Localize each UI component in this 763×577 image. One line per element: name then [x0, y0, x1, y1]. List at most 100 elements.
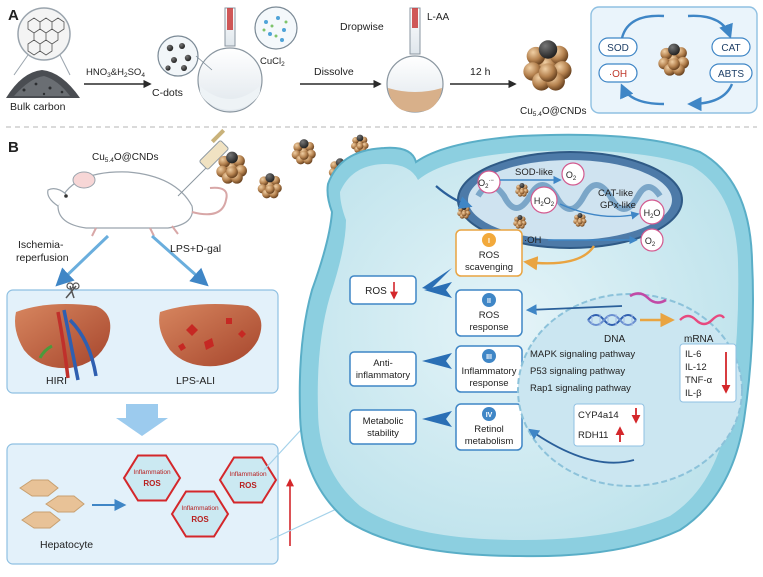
- nanoparticle-sphere: [299, 150, 309, 160]
- hepatocyte-cells: [19, 479, 85, 529]
- enzyme-sod: SOD: [598, 37, 638, 57]
- arrow-route-left: [55, 234, 110, 287]
- pathway-rap1: Rap1 signaling pathway: [530, 383, 631, 394]
- arrow-cat-like: [559, 203, 640, 220]
- nanoparticle-sphere: [265, 173, 275, 183]
- svg-text:ROS: ROS: [365, 286, 387, 297]
- inflamed-cell: [218, 456, 278, 504]
- nanoparticle-sphere: [538, 63, 558, 82]
- svg-text:ROS: ROS: [479, 310, 500, 321]
- nanoparticle-sphere: [538, 40, 558, 59]
- nanoparticle-product: [523, 40, 572, 91]
- svg-text:CAT: CAT: [721, 43, 740, 54]
- injection-nanoparticle: [216, 151, 247, 184]
- outcome-anti-inflammatory: Anti- inflammatory: [349, 351, 417, 387]
- gene-box: [573, 403, 645, 447]
- svg-text:H2O: H2O: [644, 208, 661, 220]
- nanoparticle-sphere: [577, 219, 583, 225]
- inflamed-cell: [170, 490, 230, 538]
- nanoparticle-sphere: [356, 134, 364, 142]
- pathway-mapk: MAPK signaling pathway: [530, 349, 635, 360]
- cdots-label: C-dots: [152, 87, 183, 99]
- nanoparticle-sphere: [577, 212, 583, 219]
- svg-text:Inflammatory: Inflammatory: [462, 366, 517, 377]
- outcome-metabolic-stability: Metabolic stability: [349, 409, 417, 445]
- dropwise-label: Dropwise: [340, 21, 384, 33]
- arrow-to-outcome-anti: [422, 353, 452, 369]
- species-o2: O2: [561, 162, 585, 186]
- mrna-strand: [679, 314, 725, 326]
- arrow-down-to-hepatocyte: [116, 404, 168, 436]
- inflamed-cell: [122, 454, 182, 502]
- enzyme-nanoparticle: [658, 43, 689, 76]
- hepatocyte-label: Hepatocyte: [40, 539, 93, 551]
- nanoparticle-sphere: [356, 143, 364, 150]
- cycle-arc-tr: [687, 14, 733, 39]
- nanoparticle-sphere: [517, 214, 523, 221]
- svg-text:Anti-: Anti-: [373, 358, 393, 369]
- nanoparticle-sphere: [265, 184, 275, 194]
- svg-text:Metabolic: Metabolic: [363, 416, 404, 427]
- svg-text:O2: O2: [566, 170, 577, 182]
- arrow-to-outcome-ros-2: [422, 268, 452, 290]
- ros-label: ROS: [191, 515, 209, 524]
- gpx-like-label: GPx-like: [600, 200, 636, 211]
- panel-b-label: B: [8, 139, 19, 156]
- panel-a-label: A: [8, 7, 19, 24]
- species-h2o2: H2O2: [530, 186, 558, 214]
- inflammation-label: Inflammation: [181, 505, 219, 512]
- gene-rdh11: RDH11: [578, 430, 608, 441]
- svg-text:Retinol: Retinol: [474, 424, 504, 435]
- mechanism-retinol-metabolism: IV Retinol metabolism: [455, 403, 523, 451]
- lps-label: LPS-ALI: [176, 375, 215, 387]
- cytokine-il6: IL-6: [685, 349, 701, 360]
- gene-cyp4a14: CYP4a14: [578, 410, 619, 421]
- mouse-illustration: [47, 171, 228, 237]
- svg-text:III: III: [486, 354, 492, 361]
- svg-text:response: response: [469, 378, 508, 389]
- svg-text:II: II: [487, 298, 491, 305]
- mechanism-inflammatory-response: III Inflammatory response: [455, 345, 523, 393]
- nanoparticle-sphere: [668, 58, 680, 71]
- cytokine-ilb: IL-β: [685, 388, 702, 399]
- inflammation-label: Inflammation: [229, 471, 267, 478]
- injection-label: Cu5.4O@CNDs: [92, 152, 158, 164]
- svg-text:ROS: ROS: [479, 250, 500, 261]
- mechanism-ros-response: II ROS response: [455, 289, 523, 337]
- enzyme-oh: ·OH: [598, 63, 638, 83]
- flask-1: [195, 7, 263, 113]
- nanoparticle-sphere: [519, 189, 525, 195]
- svg-text:O2·−: O2·−: [478, 178, 494, 190]
- route-left-label: Ischemia-reperfusion: [16, 239, 69, 264]
- inflammation-label: Inflammation: [133, 469, 171, 476]
- ros-label: ROS: [239, 481, 257, 490]
- syringe: [177, 128, 229, 197]
- svg-text:I: I: [488, 238, 490, 245]
- flask-2: [386, 7, 444, 113]
- cycle-arc-tl: [620, 14, 665, 39]
- svg-text:scavenging: scavenging: [465, 262, 513, 273]
- svg-text:SOD: SOD: [607, 43, 629, 54]
- nanoparticle-sphere: [461, 211, 467, 217]
- species-o2-minus: O2·−: [477, 170, 501, 194]
- enzyme-cat: CAT: [711, 37, 751, 57]
- svg-text:stability: stability: [367, 428, 399, 439]
- product-label: Cu5.4O@CNDs: [520, 106, 586, 118]
- nanoparticle-sphere: [461, 204, 467, 211]
- bulk-carbon-illustration: [6, 7, 80, 98]
- arrow-to-retinol: [528, 428, 635, 464]
- dna-label: DNA: [604, 334, 625, 345]
- arrow-to-outcome-ros-1: [424, 282, 452, 298]
- mechanism-ros-scavenging: I ROS scavenging: [455, 229, 523, 277]
- inflamed-hepatocytes: InflammationROSInflammationROSInflammati…: [122, 454, 278, 538]
- species-h2o: H2O: [639, 199, 665, 225]
- svg-text:IV: IV: [486, 412, 493, 419]
- species-o2b: O2: [640, 228, 664, 252]
- svg-text:response: response: [469, 322, 508, 333]
- svg-text:metabolism: metabolism: [465, 436, 514, 447]
- arrow-to-outcome-metabolic: [422, 411, 452, 427]
- cucl2-label: CuCl2: [260, 56, 285, 68]
- bulk-carbon-label: Bulk carbon: [10, 101, 66, 113]
